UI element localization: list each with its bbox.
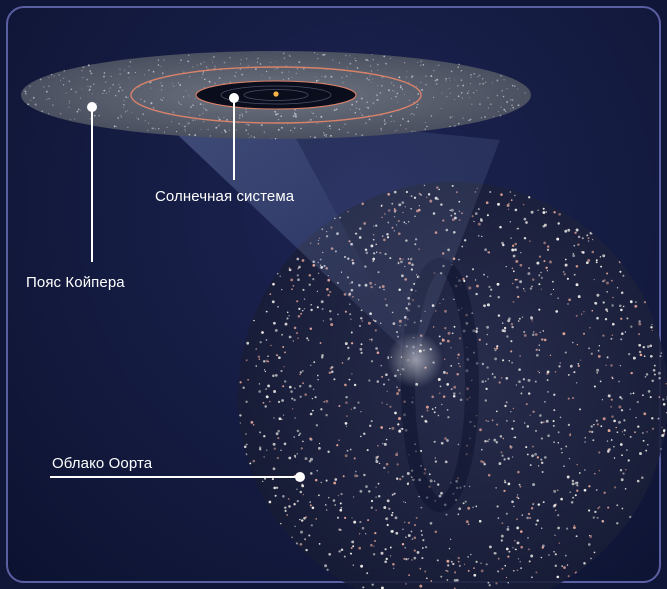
oort-cloud-label: Облако Оорта (52, 455, 153, 472)
kuiper-belt-label: Пояс Койпера (26, 274, 125, 291)
kuiper-leader-dot (87, 102, 97, 112)
planet-orbit-2 (243, 89, 309, 101)
inner-orbit (195, 80, 357, 110)
projection-beam (160, 118, 415, 360)
solar-leader-dot (229, 93, 239, 103)
solar-system-label: Солнечная система (155, 188, 295, 205)
outer-orbit (130, 66, 422, 124)
planet-orbit-1 (220, 85, 332, 105)
oort-leader-dot (295, 472, 305, 482)
projection-beam-right (285, 118, 500, 360)
sun (273, 91, 279, 97)
